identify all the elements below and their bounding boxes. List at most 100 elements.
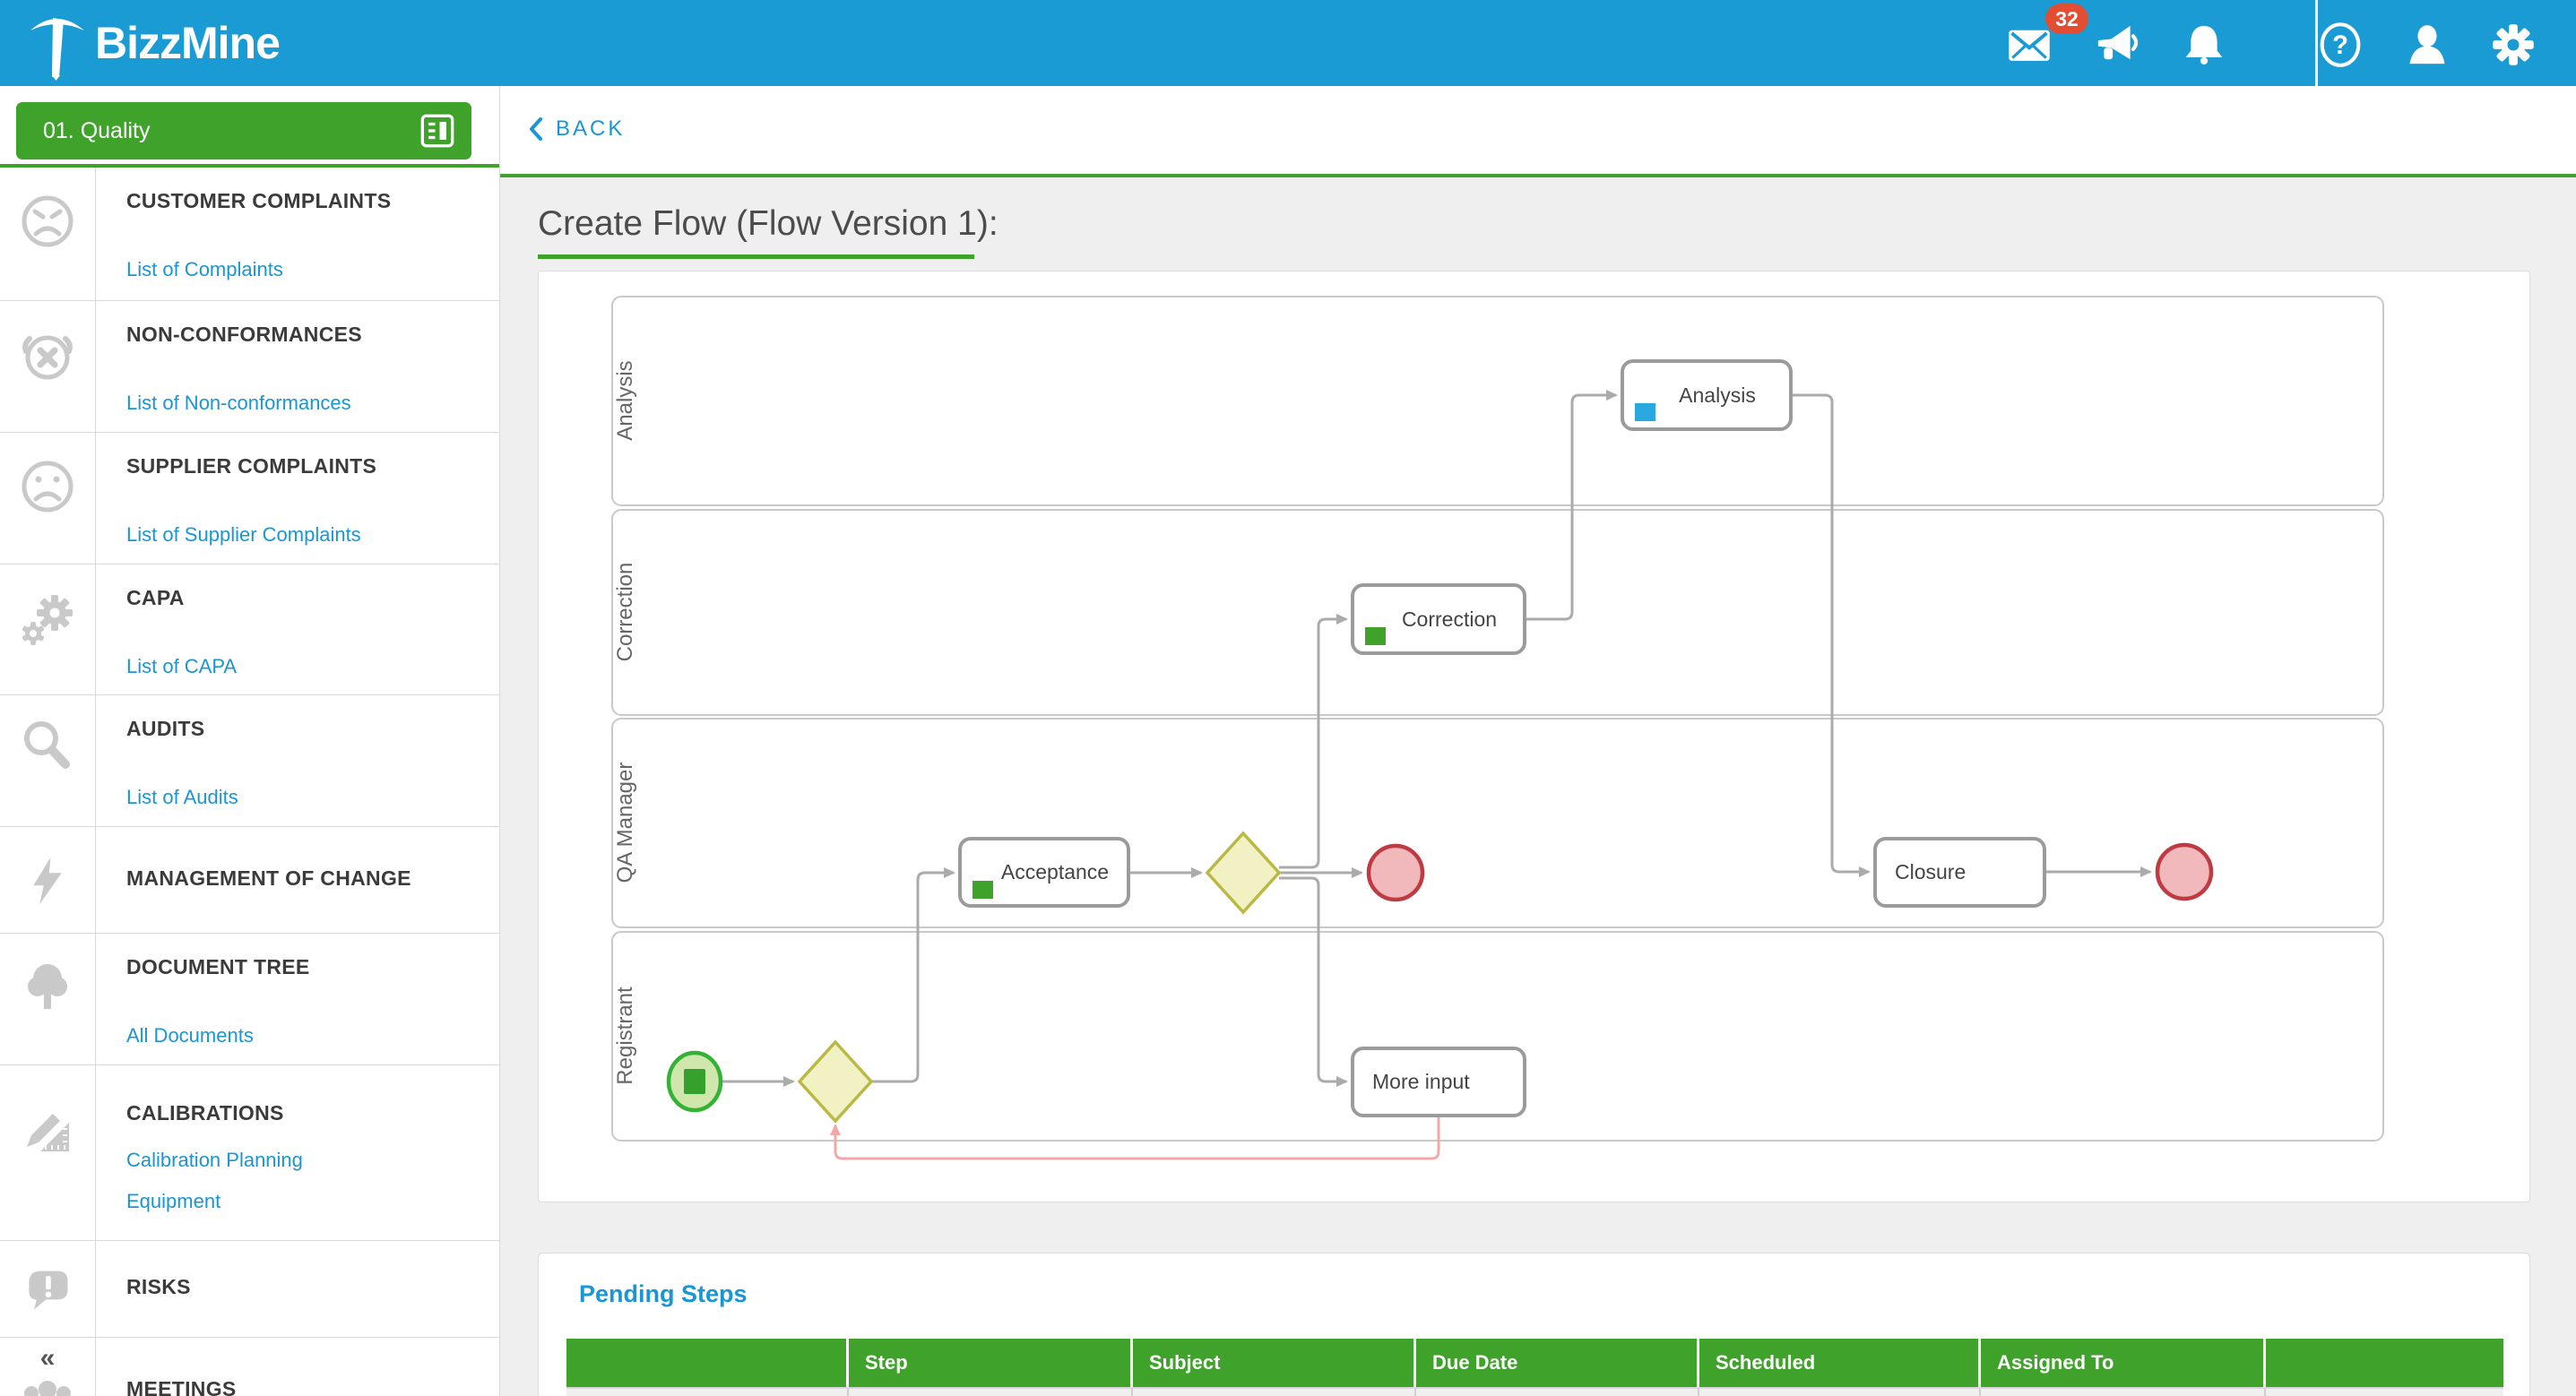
section-title: CALIBRATIONS [126,1101,284,1125]
connector-gateway2-to-correction [1279,614,1348,869]
task-analysis[interactable]: Analysis [1621,359,1793,431]
lane-qa-manager [611,718,2384,928]
sidebar-section-calibrations: CALIBRATIONS Calibration Planning Equipm… [0,1065,499,1241]
workspace-button[interactable]: 01. Quality [16,102,471,159]
connector-gateway2-to-more-input [1279,876,1348,1087]
help-icon[interactable]: ? [2317,22,2364,68]
mail-badge: 32 [2045,4,2088,34]
column-header-actions [2266,1339,2503,1387]
sidebar-section-management-of-change: MANAGEMENT OF CHANGE [0,827,499,934]
sidebar-section-non-conformances: NON-CONFORMANCES List of Non-conformance… [0,301,499,433]
table-header-row: Step Subject Due Date Scheduled Assigned… [566,1339,2503,1387]
workspace-board-icon [420,114,454,148]
magnifier-icon [24,721,70,769]
sidebar-link-list-of-complaints[interactable]: List of Complaints [126,258,283,280]
back-label: BACK [556,116,626,141]
chevron-left-icon [530,117,542,141]
workspace-label: 01. Quality [43,117,151,143]
task-status-green-icon [1365,627,1386,645]
lane-label-analysis: Analysis [613,360,637,440]
column-header-step: Step [849,1339,1133,1387]
task-status-green-icon [972,881,993,899]
lane-registrant [611,931,2384,1142]
svg-text:?: ? [2332,31,2348,60]
sidebar-link-calibration-planning[interactable]: Calibration Planning [126,1149,303,1171]
back-button[interactable]: BACK [529,116,625,142]
task-acceptance[interactable]: Acceptance [958,837,1130,908]
sidebar-section-customer-complaints: CUSTOMER COMPLAINTS List of Complaints [0,168,499,301]
sidebar-link-list-of-non-conformances[interactable]: List of Non-conformances [126,392,351,414]
alarm-x-icon [22,335,73,380]
swimlanes: Analysis Correction QA Manager Registran… [611,296,2384,1142]
pending-steps-table: Step Subject Due Date Scheduled Assigned… [566,1339,2503,1396]
section-title: MANAGEMENT OF CHANGE [126,866,411,890]
column-header-empty [566,1339,849,1387]
sad-face-icon [22,461,73,513]
sidebar-section-risks: RISKS [0,1241,499,1338]
connector-gateway-to-acceptance [871,867,955,1083]
sidebar-section-audits: AUDITS List of Audits [0,695,499,827]
flow-diagram: Analysis Correction QA Manager Registran… [611,296,2384,1160]
settings-gear-icon[interactable] [2490,22,2537,68]
risk-bubble-icon [29,1271,68,1310]
connector-more-input-feedback [830,1116,1440,1160]
sidebar-section-meetings: « MEETINGS [0,1338,499,1396]
column-header-scheduled: Scheduled [1699,1339,1981,1387]
brand-logo[interactable]: BizzMine [23,5,281,81]
task-status-blue-icon [1635,403,1655,421]
angry-face-icon [22,195,73,247]
svg-text:More input: More input [1372,1070,1470,1093]
connector-analysis-to-closure [1791,393,1871,877]
main-green-divider [499,174,2576,177]
events-gateways [666,831,2214,1124]
connectors [721,390,2152,1087]
title-underline [538,254,974,259]
column-header-due-date: Due Date [1416,1339,1699,1387]
section-title: SUPPLIER COMPLAINTS [126,454,377,478]
gateway-registrant [797,1039,874,1124]
back-strip [499,86,2576,174]
brand-name: BizzMine [95,18,281,68]
announcements-icon[interactable] [2094,22,2140,68]
lightning-icon [33,857,62,905]
sidebar-link-list-of-audits[interactable]: List of Audits [126,786,238,808]
topbar: BizzMine 32 ? [0,0,2576,86]
sidebar-link-list-of-supplier-complaints[interactable]: List of Supplier Complaints [126,523,361,546]
mail-icon[interactable] [2006,22,2053,68]
task-correction[interactable]: Correction [1351,583,1526,655]
sidebar-green-divider [0,164,499,168]
sidebar-link-all-documents[interactable]: All Documents [126,1024,254,1047]
svg-text:Correction: Correction [1402,608,1497,631]
pending-steps-heading: Pending Steps [579,1280,748,1307]
task-closure[interactable]: Closure [1873,837,2046,908]
tasks: Analysis Correction Acceptance Closure [958,359,2046,1117]
connector-correction-to-analysis [1525,390,1618,621]
end-event-2 [2155,842,2214,901]
end-event-1 [1366,843,1425,902]
sidebar: 01. Quality [0,86,500,1396]
pickaxe-icon [30,18,84,81]
task-more-input[interactable]: More input [1351,1047,1526,1117]
lane-label-registrant: Registrant [613,987,637,1085]
section-title: MEETINGS [126,1377,237,1396]
svg-text:Acceptance: Acceptance [1001,860,1109,883]
lane-analysis [611,296,2384,506]
lane-label-correction: Correction [613,563,637,662]
user-icon[interactable] [2404,22,2451,68]
sidebar-section-document-tree: DOCUMENT TREE All Documents [0,934,499,1065]
sidebar-link-equipment[interactable]: Equipment [126,1190,221,1212]
notifications-bell-icon[interactable] [2181,22,2227,68]
section-title: DOCUMENT TREE [126,955,310,978]
section-title: NON-CONFORMANCES [126,323,362,346]
section-title: CUSTOMER COMPLAINTS [126,189,392,212]
sidebar-section-supplier-complaints: SUPPLIER COMPLAINTS List of Supplier Com… [0,433,499,564]
sidebar-section-capa: CAPA List of CAPA [0,564,499,695]
sidebar-link-list-of-capa[interactable]: List of CAPA [126,655,238,677]
svg-text:Analysis: Analysis [1679,383,1756,407]
calibration-icon [27,1114,69,1151]
topbar-separator [2315,0,2318,86]
sidebar-collapse-icon[interactable]: « [39,1343,56,1373]
table-row[interactable] [566,1387,2503,1396]
section-title: CAPA [126,586,185,609]
